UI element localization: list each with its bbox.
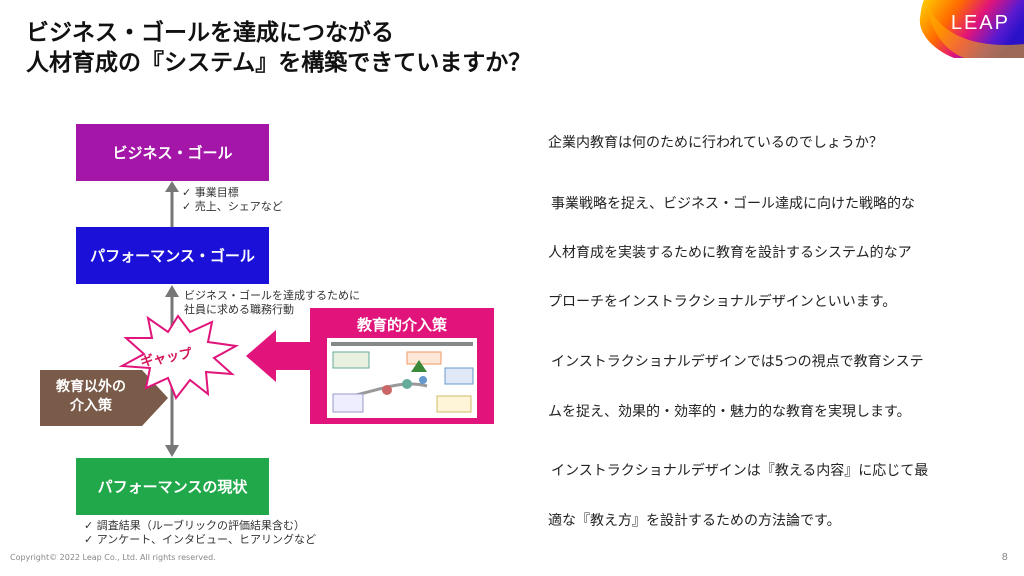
business-goal-notes: ✓ 事業目標 ✓ 売上、シェアなど	[182, 186, 283, 214]
edu-intervention-label: 教育的介入策	[356, 316, 447, 334]
slide-title: ビジネス・ゴールを達成につながる 人材育成の『システム』を構築できていますか？	[26, 18, 531, 78]
current-performance-box: パフォーマンスの現状	[76, 458, 269, 515]
business-goal-label: ビジネス・ゴール	[112, 144, 233, 162]
business-goal-box: ビジネス・ゴール	[76, 124, 269, 181]
edu-arrow-icon	[246, 330, 310, 382]
page-number: 8	[1001, 552, 1008, 563]
other-intervention-line1: 教育以外の	[56, 379, 126, 395]
body-text-line: インストラクショナルデザインは『教える内容』に応じて最	[551, 463, 929, 479]
performance-goal-box: パフォーマンス・ゴール	[76, 227, 269, 284]
current-performance-notes: ✓ 調査結果（ルーブリックの評価結果含む） ✓ アンケート、インタビュー、ヒアリ…	[84, 519, 316, 547]
body-text-line: 事業戦略を捉え、ビジネス・ゴール達成に向けた戦略的な	[551, 196, 915, 212]
note-item: ✓ 事業目標	[182, 186, 239, 199]
current-performance-label: パフォーマンスの現状	[97, 478, 248, 496]
body-text-line: 適な『教え方』を設計するための方法論です。	[548, 513, 841, 529]
down-arrow-head-icon	[165, 445, 179, 457]
body-text-line: 人材育成を実装するために教育を設計するシステム的なア	[548, 245, 912, 261]
note-item: ✓ 調査結果（ルーブリックの評価結果含む）	[84, 519, 306, 532]
other-intervention-line2: 介入策	[70, 398, 112, 414]
id-diagram-thumbnail	[327, 338, 477, 418]
note-item: ✓ 売上、シェアなど	[182, 200, 283, 213]
note-item: ビジネス・ゴールを達成するために	[184, 289, 360, 302]
title-line-2: 人材育成の『システム』を構築できていますか？	[26, 50, 532, 76]
note-item: ✓ アンケート、インタビュー、ヒアリングなど	[84, 533, 316, 546]
performance-goal-notes: ビジネス・ゴールを達成するために 社員に求める職務行動	[184, 289, 360, 317]
performance-goal-label: パフォーマンス・ゴール	[90, 247, 255, 265]
logo-swirl-icon	[919, 0, 1024, 58]
diagram-connectors	[40, 181, 310, 457]
title-line-1: ビジネス・ゴールを達成につながる	[26, 20, 394, 46]
up-arrow-head-icon	[165, 285, 179, 297]
body-text-line: プローチをインストラクショナルデザインといいます。	[548, 294, 897, 310]
logo-text: LEAP	[950, 12, 1010, 34]
gap-burst-icon	[118, 314, 240, 400]
note-item: 社員に求める職務行動	[184, 303, 294, 316]
thumbnail-image	[331, 342, 474, 413]
copyright: Copyright© 2022 Leap Co., Ltd. All right…	[10, 553, 216, 562]
body-text-line: ムを捉え、効果的・効率的・魅力的な教育を実現します。	[548, 404, 911, 420]
leap-logo: LEAP	[884, 0, 1024, 58]
up-arrow-icon	[165, 181, 179, 192]
other-intervention-label: 教育以外の 介入策	[40, 378, 142, 416]
body-text-line: インストラクショナルデザインでは5つの視点で教育システ	[551, 354, 924, 370]
body-question: 企業内教育は何のために行われているのでしょうか？	[548, 135, 883, 151]
other-arrow-shape	[40, 370, 168, 426]
edu-intervention-box: 教育的介入策	[310, 308, 494, 424]
